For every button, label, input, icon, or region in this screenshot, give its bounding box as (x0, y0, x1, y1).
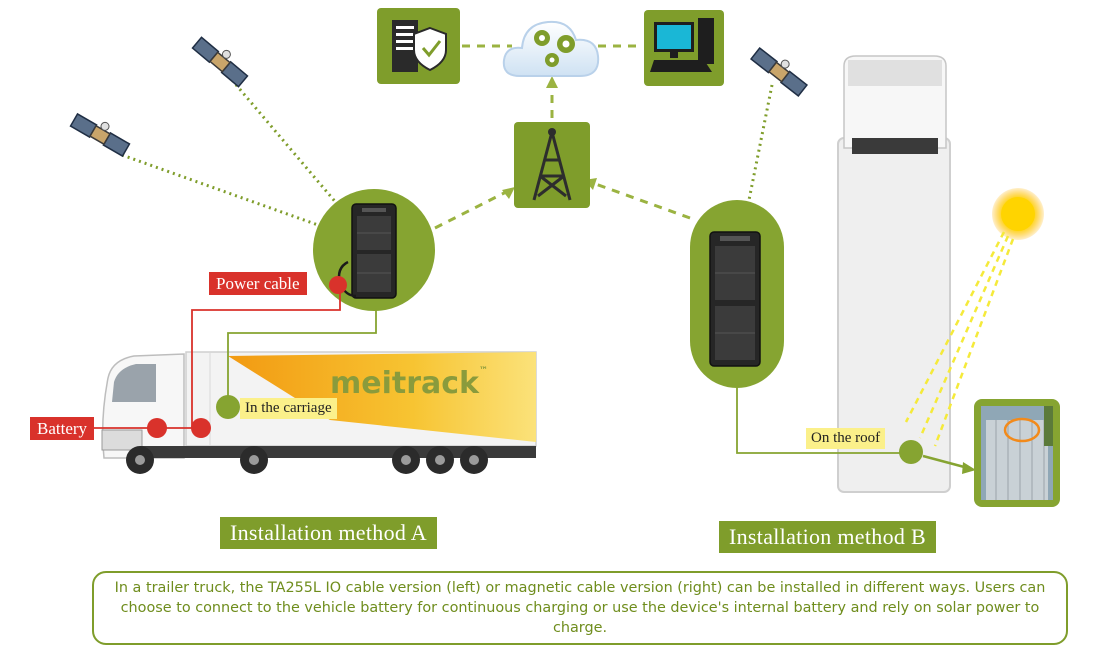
installation-method-b: Installation method B (719, 521, 936, 553)
roof-dot (899, 440, 923, 464)
power-cable-dot (329, 276, 347, 294)
battery-label: Battery (30, 417, 95, 440)
satellite-icon (191, 36, 249, 88)
device-node-a (313, 189, 435, 311)
trailer-truck-icon (101, 351, 537, 474)
satellite-icon (749, 46, 809, 98)
desktop-computer-icon (644, 10, 724, 86)
in-carriage-label: In the carriage (240, 398, 337, 419)
gps-tracker-device-icon (709, 231, 761, 367)
satellite-links (121, 79, 774, 227)
wiring-b (736, 388, 912, 454)
sun-icon (992, 188, 1044, 240)
roof-photo (974, 399, 1060, 507)
description-box: In a trailer truck, the TA255L IO cable … (92, 571, 1068, 645)
power-cable-label: Power cable (209, 272, 307, 295)
brand-name: meitrack (330, 366, 480, 401)
carriage-dot (216, 395, 240, 419)
description-text: In a trailer truck, the TA255L IO cable … (114, 580, 1046, 636)
server-shield-icon (377, 8, 460, 84)
truck-top-view (837, 55, 951, 493)
installation-method-a: Installation method A (220, 517, 437, 549)
cloud-gears-icon (502, 20, 600, 77)
battery-dot-2 (191, 418, 211, 438)
device-node-b (690, 200, 784, 388)
satellite-icon (69, 112, 131, 158)
battery-dot (147, 418, 167, 438)
cell-tower-icon (514, 122, 590, 208)
brand-logo: meitrack™ (330, 366, 488, 401)
sun-rays (904, 231, 1015, 447)
on-roof-label: On the roof (806, 428, 886, 449)
gps-tracker-device-icon (351, 203, 397, 299)
brand-trademark: ™ (479, 366, 489, 376)
